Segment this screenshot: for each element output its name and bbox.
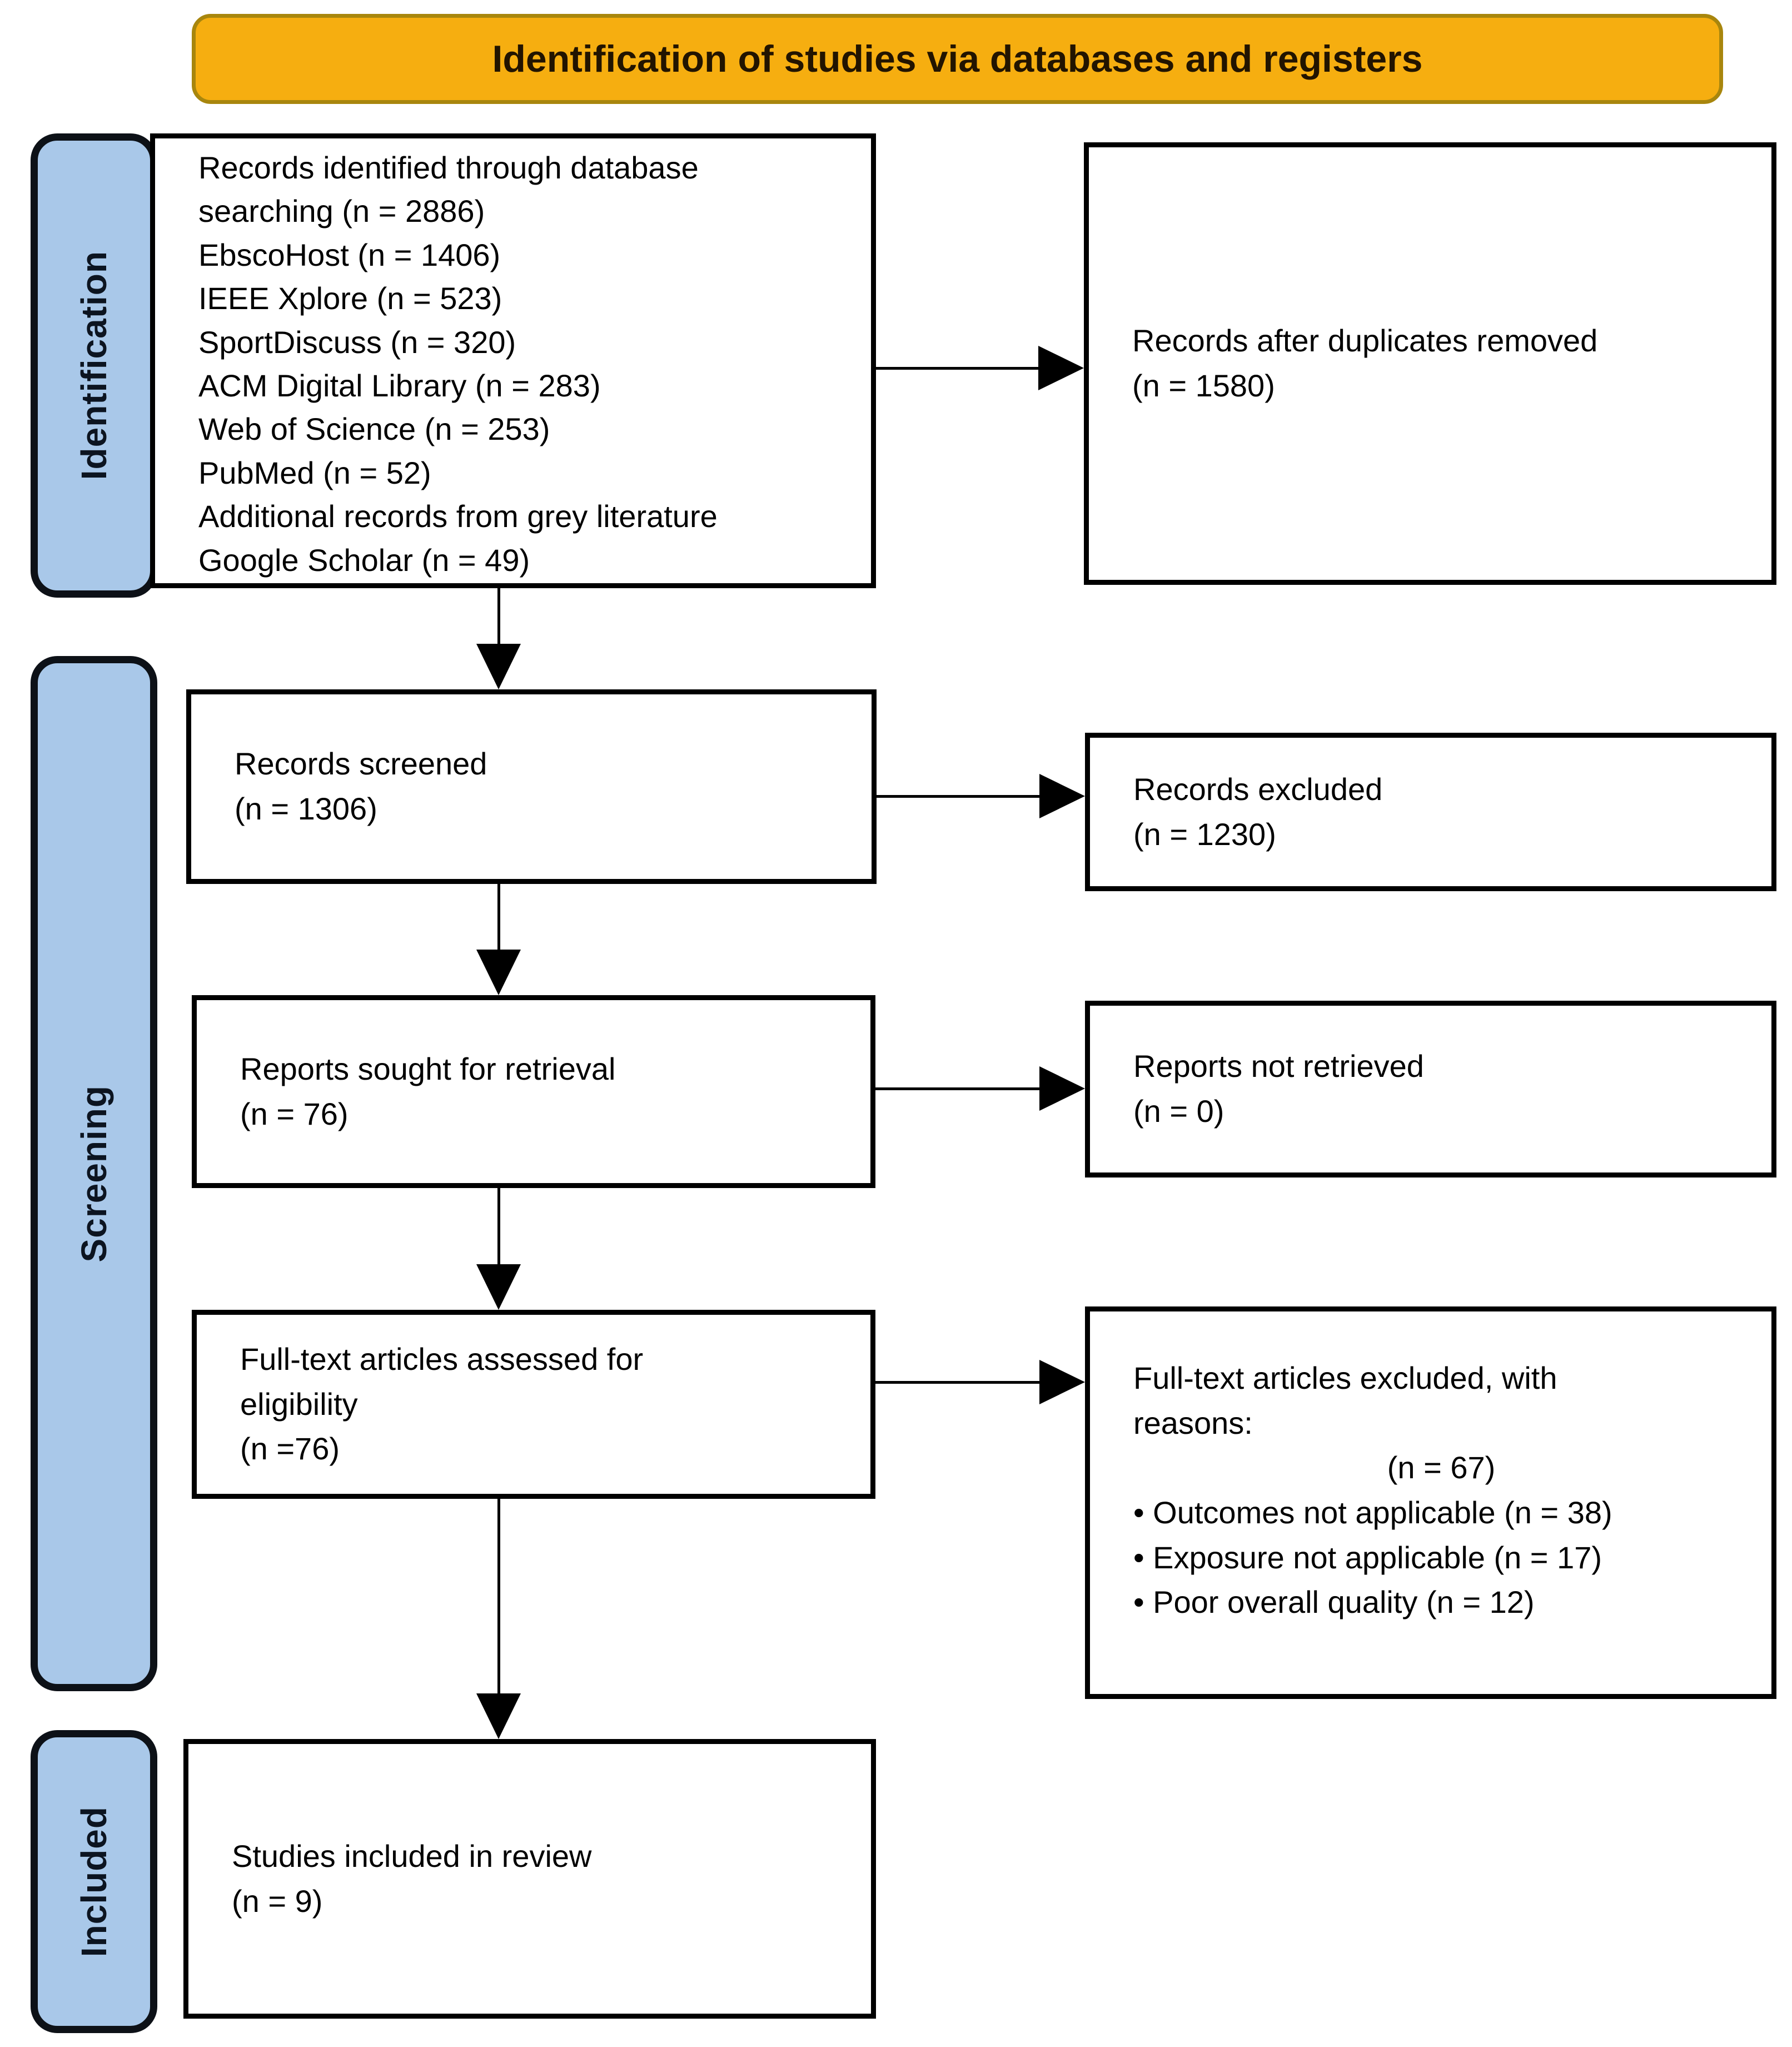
box-reports-not-retrieved: Reports not retrieved (n = 0) bbox=[1085, 1001, 1776, 1177]
box-line: ACM Digital Library (n = 283) bbox=[198, 367, 601, 403]
arrow-sought-to-notretrieved-head bbox=[1039, 1066, 1085, 1111]
box-line-count: (n = 67) bbox=[1387, 1450, 1496, 1485]
arrow-assessed-to-included-head bbox=[476, 1693, 521, 1739]
box-line: SportDiscuss (n = 320) bbox=[198, 324, 516, 360]
box-line: PubMed (n = 52) bbox=[198, 455, 431, 490]
stage-label-screening-text: Screening bbox=[74, 1085, 114, 1263]
arrow-identified-to-duplicates-head bbox=[1038, 346, 1084, 390]
box-line: IEEE Xplore (n = 523) bbox=[198, 281, 502, 316]
arrow-screened-to-sought-line bbox=[497, 884, 500, 951]
box-line: Studies included in review bbox=[232, 1838, 592, 1874]
box-fulltext-articles-excluded: Full-text articles excluded, with reason… bbox=[1085, 1306, 1776, 1699]
arrow-assessed-to-ftexcluded-head bbox=[1039, 1360, 1085, 1404]
box-line: Full-text articles assessed for bbox=[240, 1342, 644, 1377]
box-line: eligibility bbox=[240, 1386, 358, 1422]
box-line: reasons: bbox=[1133, 1405, 1253, 1440]
arrow-sought-to-notretrieved-line bbox=[873, 1087, 1041, 1090]
box-line: (n = 9) bbox=[232, 1883, 323, 1919]
arrow-sought-to-assessed-line bbox=[497, 1188, 500, 1266]
box-line: searching (n = 2886) bbox=[198, 193, 485, 229]
box-line: (n = 0) bbox=[1133, 1094, 1224, 1129]
stage-label-identification-text: Identification bbox=[74, 251, 114, 480]
box-line: (n = 76) bbox=[240, 1096, 349, 1131]
box-line: (n = 1230) bbox=[1133, 816, 1276, 852]
arrow-identified-to-duplicates-line bbox=[873, 367, 1039, 370]
stage-label-identification: Identification bbox=[31, 133, 157, 598]
box-line: (n = 1580) bbox=[1132, 368, 1275, 403]
box-line: EbscoHost (n = 1406) bbox=[198, 237, 501, 272]
arrow-screened-to-sought-head bbox=[476, 950, 521, 995]
box-line: Records screened bbox=[235, 746, 487, 782]
arrow-screened-to-excluded-head bbox=[1039, 774, 1085, 818]
box-fulltext-articles-assessed: Full-text articles assessed for eligibil… bbox=[192, 1310, 875, 1499]
box-records-screened: Records screened (n = 1306) bbox=[186, 689, 877, 884]
box-line: (n = 1306) bbox=[235, 791, 377, 826]
box-records-identified: Records identified through database sear… bbox=[150, 133, 876, 588]
arrow-assessed-to-ftexcluded-line bbox=[873, 1381, 1041, 1384]
box-studies-included-in-review: Studies included in review (n = 9) bbox=[183, 1739, 876, 2019]
exclusion-reason-bullet: • Exposure not applicable (n = 17) bbox=[1133, 1539, 1602, 1575]
arrow-identified-to-screened-head bbox=[476, 644, 521, 689]
arrow-screened-to-excluded-line bbox=[874, 795, 1041, 798]
arrow-assessed-to-included-line bbox=[497, 1499, 500, 1695]
box-records-excluded: Records excluded (n = 1230) bbox=[1085, 733, 1776, 891]
banner-title: Identification of studies via databases … bbox=[192, 14, 1723, 104]
stage-label-included-text: Included bbox=[74, 1806, 114, 1957]
box-line: Records identified through database bbox=[198, 150, 699, 185]
box-line: (n =76) bbox=[240, 1431, 340, 1467]
box-line: Full-text articles excluded, with bbox=[1133, 1360, 1557, 1395]
stage-label-screening: Screening bbox=[31, 656, 157, 1691]
stage-label-included: Included bbox=[31, 1730, 157, 2033]
box-line: Additional records from grey literature bbox=[198, 499, 718, 534]
arrow-identified-to-screened-line bbox=[497, 588, 500, 645]
arrow-sought-to-assessed-head bbox=[476, 1264, 521, 1310]
box-line: Records after duplicates removed bbox=[1132, 323, 1598, 359]
box-line: Google Scholar (n = 49) bbox=[198, 542, 530, 578]
box-line: Web of Science (n = 253) bbox=[198, 411, 550, 447]
box-line: Records excluded bbox=[1133, 771, 1383, 807]
box-reports-sought-for-retrieval: Reports sought for retrieval (n = 76) bbox=[192, 995, 875, 1188]
exclusion-reason-bullet: • Poor overall quality (n = 12) bbox=[1133, 1584, 1535, 1620]
box-line: Reports not retrieved bbox=[1133, 1049, 1424, 1084]
box-line: Reports sought for retrieval bbox=[240, 1051, 616, 1086]
exclusion-reason-bullet: • Outcomes not applicable (n = 38) bbox=[1133, 1494, 1612, 1530]
box-records-after-duplicates-removed: Records after duplicates removed (n = 15… bbox=[1084, 142, 1776, 585]
